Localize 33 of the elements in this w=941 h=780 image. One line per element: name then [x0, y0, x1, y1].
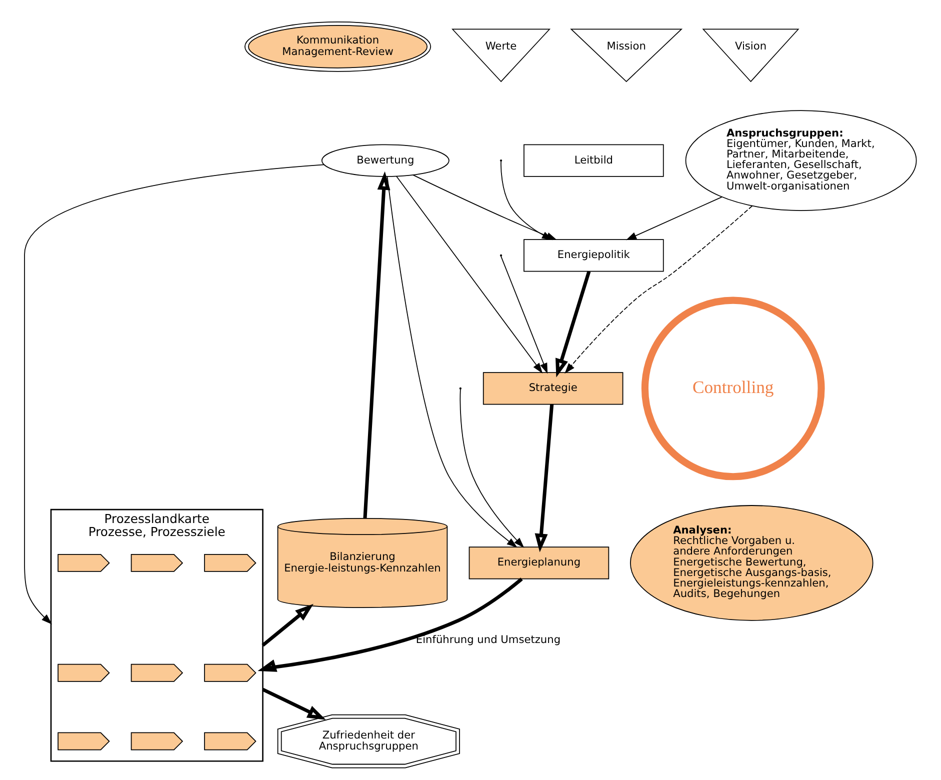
node-chevron [204, 732, 256, 750]
node-chevron [130, 554, 184, 572]
node-circle: Controlling [641, 296, 825, 480]
node-ellipse: Bewertung [321, 144, 450, 177]
arrow [534, 404, 554, 552]
arrow [564, 205, 753, 374]
node-chevron [58, 554, 110, 572]
arrow [24, 164, 324, 624]
node-ellipse: Anspruchsgruppen: Eigentümer, Kunden, Markt, Partner, Mitarbeitende, Lieferanten, Gesellschaft, Anwohner, Gesetzgeber, Umwelt-organisationen [685, 110, 917, 211]
arrow [556, 270, 591, 378]
arrow [262, 688, 326, 720]
node-chevron [204, 554, 256, 572]
node-box: Strategie [482, 372, 624, 405]
node-box: Leitbild [524, 144, 664, 177]
node-chevron [130, 664, 184, 682]
arrow [258, 578, 523, 672]
arrow [386, 176, 518, 548]
arrow [363, 171, 390, 518]
node-box: Energieplanung [468, 546, 610, 580]
node-box: Energiepolitik [524, 239, 664, 272]
node-chevron [58, 732, 110, 750]
arrow [262, 604, 314, 647]
arrow [460, 389, 524, 548]
node-chevron [204, 664, 256, 682]
edge-label: Einführung und Umsetzung [416, 634, 561, 646]
node-chevron [58, 664, 110, 682]
cluster: Prozesslandkarte Prozesse, Prozessziele [50, 508, 264, 762]
node-ellipse: Kommunikation Management-Review [244, 21, 432, 72]
node-chevron [130, 732, 184, 750]
arrow [396, 176, 543, 374]
arrow [500, 256, 548, 374]
arrow [626, 196, 722, 240]
node-ellipse: Analysen: Rechtliche Vorgaben u. andere Anforderungen Energetische Bewertung, Energetische Ausgangs-basis, Energieleistungs-kennzahlen, Audits, Begehungen [630, 505, 874, 621]
